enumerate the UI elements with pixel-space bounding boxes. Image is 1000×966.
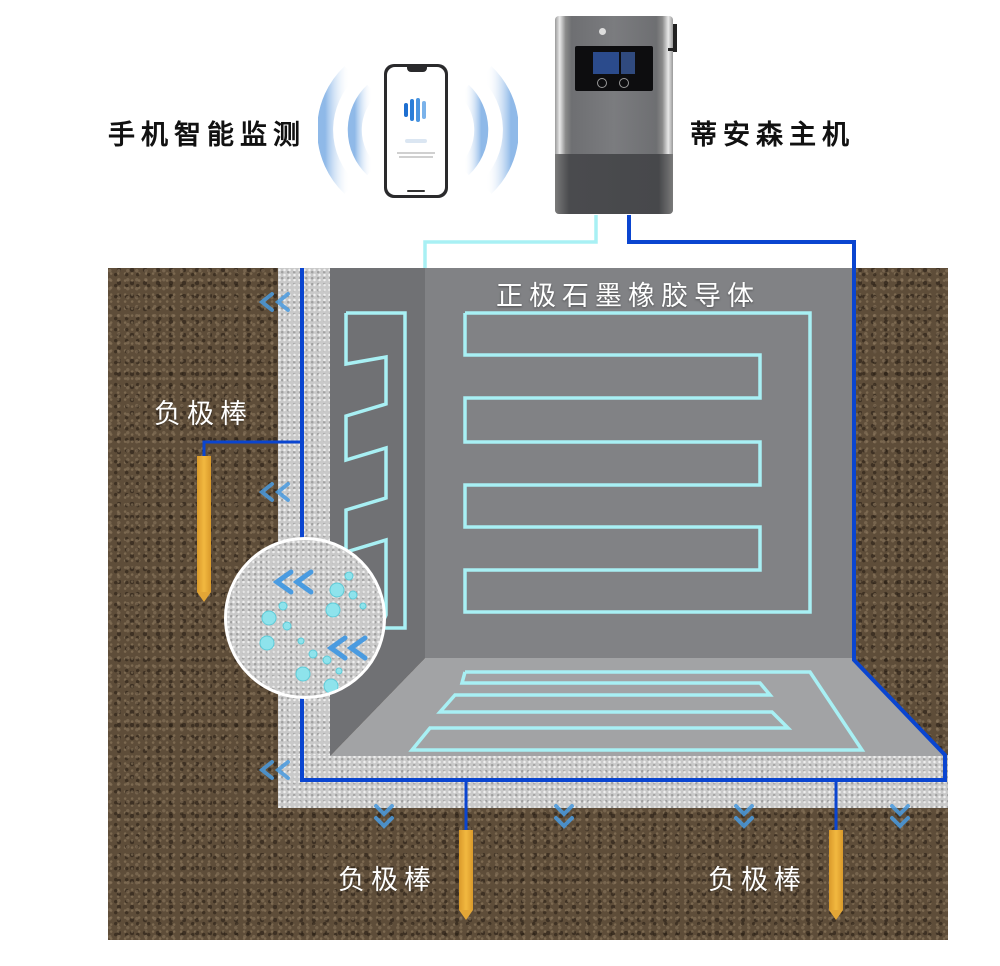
chevron-double-icon xyxy=(258,292,910,829)
negative-rod-bottom-right xyxy=(829,830,843,920)
magnified-detail-circle xyxy=(224,537,386,699)
smartphone-icon xyxy=(384,64,448,198)
water-droplet-icon xyxy=(259,569,368,694)
host-unit-label: 蒂安森主机 xyxy=(690,120,855,151)
negative-rod-left xyxy=(197,456,211,602)
negative-rod-left-label: 负极棒 xyxy=(154,399,253,430)
antenna-icon xyxy=(673,24,677,52)
negative-rod-bottom-left xyxy=(459,830,473,920)
app-logo-icon xyxy=(404,98,426,122)
antenna-base xyxy=(668,48,677,51)
host-unit-device xyxy=(555,16,673,214)
negative-circuit-lines xyxy=(202,215,947,830)
negative-rod-bottom-right-label: 负极棒 xyxy=(708,865,807,896)
back-wall-face xyxy=(425,268,852,658)
positive-conductor-label: 正极石墨橡胶导体 xyxy=(496,281,760,312)
wireless-signal-icon xyxy=(318,66,518,194)
host-display xyxy=(575,46,653,91)
phone-monitoring-label: 手机智能监测 xyxy=(108,120,306,151)
negative-rod-bottom-left-label: 负极棒 xyxy=(338,865,437,896)
brand-logo-icon xyxy=(599,28,606,35)
positive-conductor-lines xyxy=(344,215,866,752)
